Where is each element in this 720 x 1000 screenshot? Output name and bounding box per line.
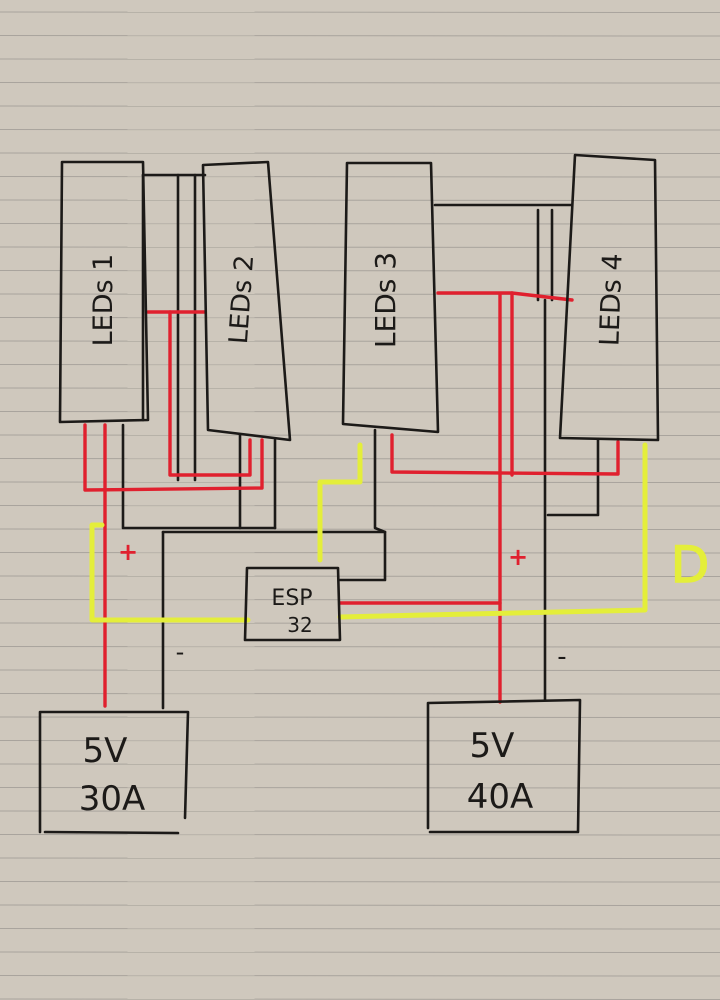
ruled-line [0,787,720,789]
ruled-line [0,740,720,742]
ruled-line [0,176,720,178]
ruled-line [0,552,720,554]
positive-wires [83,291,620,708]
plus-marker-40a: + [508,543,528,571]
ruled-line [0,998,720,1000]
ground-wires [121,173,600,710]
ruled-line [0,716,720,718]
ruled-line [0,246,720,248]
ruled-line [0,505,720,507]
led-strip-2-label: LEDs 2 [224,254,260,345]
led-strip-4: LEDs 4 [558,153,660,442]
esp32-label-line1: ESP [271,586,312,611]
led-strip-3-label: LEDs 3 [369,252,402,348]
ruled-line [0,105,720,107]
ruled-line [0,340,720,342]
ruled-line [0,317,720,319]
plus-marker-30a: + [118,538,138,566]
power-supply-30a: 5V 30A [38,710,190,835]
ruled-line [0,881,720,883]
ruled-line [0,622,720,624]
ruled-lines [0,11,720,1000]
ruled-line [0,58,720,60]
power-supply-40a-current: 40A [467,777,534,817]
ruled-line [0,199,720,201]
ruled-line [0,270,720,272]
led-strip-4-label: LEDs 4 [594,253,628,347]
ruled-line [0,763,720,765]
minus-marker-40a: - [557,642,566,672]
ruled-line [0,599,720,601]
led-strip-2: LEDs 2 [201,160,292,442]
data-marker: D [671,536,710,594]
ruled-line [0,646,720,648]
ruled-line [0,387,720,389]
ruled-line [0,669,720,671]
power-supply-30a-voltage: 5V [83,731,128,771]
minus-marker-30a: - [176,638,185,666]
ruled-line [0,223,720,225]
ruled-line [0,834,720,836]
ruled-line [0,364,720,366]
ruled-line [0,928,720,930]
power-supply-30a-current: 30A [79,779,146,819]
led-strip-1-label: LEDs 1 [88,254,119,347]
power-supply-40a: 5V 40A [426,698,582,834]
data-wire [89,442,648,623]
ruled-line [0,411,720,413]
ruled-line [0,575,720,577]
ruled-line [0,434,720,436]
esp32-label-line2: 32 [287,613,312,637]
ruled-line [0,129,720,131]
led-strip-1: LEDs 1 [58,160,150,424]
ruled-line [0,904,720,906]
power-supply-40a-voltage: 5V [470,726,515,766]
ruled-line [0,35,720,37]
ruled-line [0,152,720,154]
led-strip-3: LEDs 3 [341,161,440,434]
ruled-line [0,975,720,977]
ruled-line [0,11,720,13]
ruled-line [0,951,720,953]
ruled-line [0,293,720,295]
ruled-line [0,82,720,84]
ruled-line [0,528,720,530]
ruled-line [0,693,720,695]
ruled-line [0,857,720,859]
ruled-line [0,810,720,812]
esp32-controller: ESP 32 [243,566,342,642]
